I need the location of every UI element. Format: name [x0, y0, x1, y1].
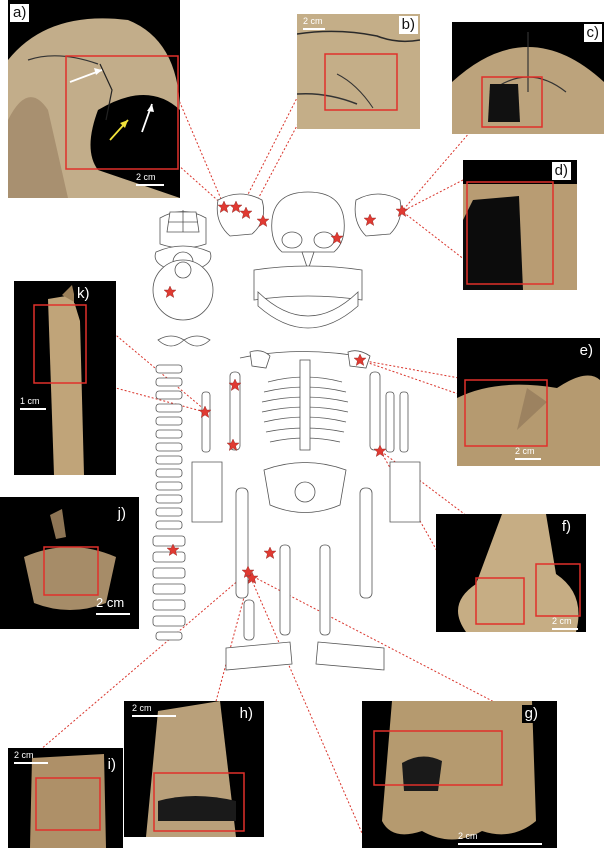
cranium-lateral-photo	[8, 18, 180, 198]
panel-b-label: b)	[398, 16, 418, 34]
panel-b-parietal: b) 2 cm	[297, 14, 420, 129]
panel-e-label: e)	[576, 342, 596, 360]
panel-j-vertebra: j) 2 cm	[0, 497, 139, 629]
star-marker-frontal	[330, 231, 344, 244]
panel-f-distal-humerus: f) 2 cm	[436, 514, 586, 632]
bone-fragment-photo	[30, 754, 106, 848]
star-marker-lateral-skull	[363, 213, 377, 226]
star-marker-tibia	[263, 546, 277, 559]
star-marker-basal-skull	[163, 285, 177, 298]
star-marker-vertebra	[166, 543, 180, 556]
star-marker-skull-4	[256, 214, 270, 227]
panel-j-label: j)	[114, 505, 129, 523]
star-marker-femur-2	[245, 571, 259, 584]
panel-j-scale: 2 cm	[96, 595, 136, 615]
panel-e-scapula: e) 2 cm	[457, 338, 600, 466]
panel-g-scale: 2 cm	[458, 831, 548, 845]
panel-g-tibia: g) 2 cm	[362, 701, 557, 848]
star-marker-scapula	[353, 353, 367, 366]
star-marker-femur-1	[241, 565, 255, 578]
vertebra-photo	[24, 509, 116, 610]
panel-k-label: k)	[74, 285, 93, 303]
panel-f-label: f)	[558, 518, 574, 536]
star-marker-distal-humerus	[373, 444, 387, 457]
panel-d-skull-fragment: d)	[463, 160, 577, 290]
occipital-photo	[452, 32, 604, 134]
star-marker-skull-1	[217, 200, 231, 213]
panel-g-label: g)	[521, 705, 541, 723]
star-marker-skull-2	[229, 200, 243, 213]
scapula-photo	[457, 375, 600, 466]
panel-k-scale: 1 cm	[20, 396, 50, 410]
panel-f-scale: 2 cm	[552, 616, 582, 630]
star-marker-radius	[198, 405, 212, 418]
panel-i-label: i)	[104, 756, 119, 774]
distal-femur-photo	[146, 701, 245, 837]
panel-a-label: a)	[10, 4, 30, 22]
panel-h-scale: 2 cm	[132, 703, 176, 717]
long-bone-shaft-photo	[33, 285, 87, 475]
panel-i-scale: 2 cm	[14, 750, 54, 764]
star-marker-lateral-skull-2	[395, 204, 409, 217]
star-marker-humerus	[228, 378, 242, 391]
panel-a-scale: 2 cm	[136, 172, 166, 186]
star-marker-skull-3	[239, 206, 253, 219]
distal-humerus-photo	[458, 514, 581, 632]
panel-a-cranial-vault: a) 2 cm	[8, 0, 180, 198]
panel-h-label: h)	[236, 705, 256, 723]
panel-d-label: d)	[551, 162, 571, 180]
panel-c-label: c)	[583, 24, 602, 42]
panel-i-bone-fragment: i) 2 cm	[8, 748, 123, 848]
panel-h-distal-femur: h) 2 cm	[124, 701, 264, 837]
tibia-photo	[373, 701, 536, 840]
star-marker-elbow	[226, 438, 240, 451]
panel-k-humerus-shaft: k) 1 cm	[14, 281, 116, 475]
panel-b-scale: 2 cm	[303, 16, 333, 30]
panel-c-occipital: c)	[452, 22, 604, 134]
panel-e-scale: 2 cm	[515, 446, 545, 460]
